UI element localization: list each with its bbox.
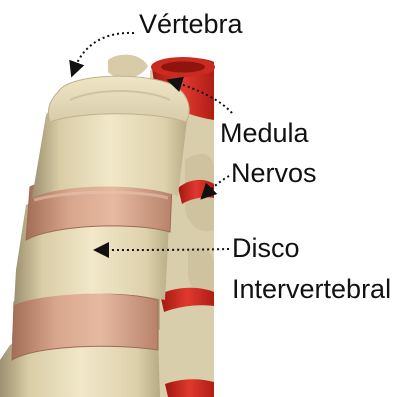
label-medula: Medula [220, 120, 309, 147]
label-intervertebral: Intervertebral [232, 276, 391, 303]
label-disco: Disco [232, 235, 300, 262]
label-nervos: Nervos [231, 160, 317, 187]
label-vertebra: Vértebra [139, 11, 243, 38]
vertebra-process-top [108, 55, 148, 79]
top-vertebra [32, 76, 189, 198]
